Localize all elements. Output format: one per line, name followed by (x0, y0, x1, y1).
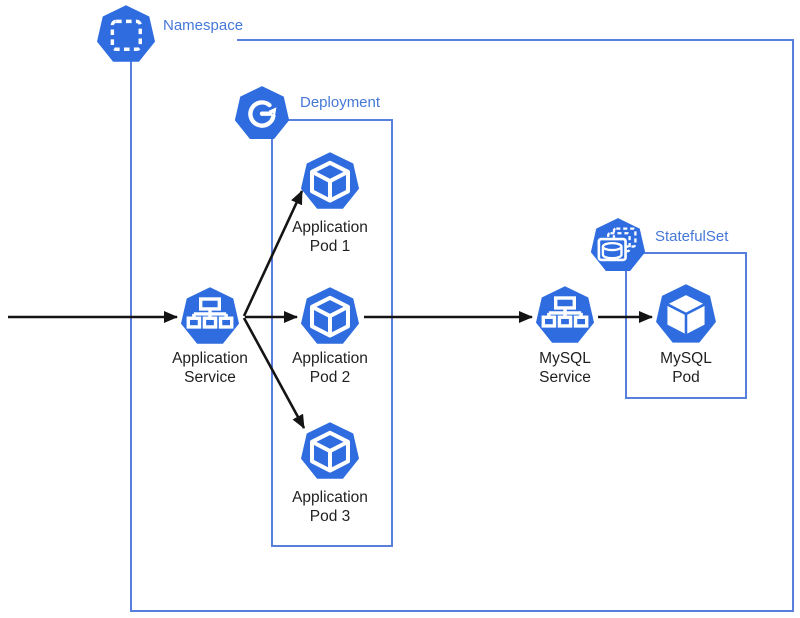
application-pod-2-label: Application Pod 2 (260, 349, 400, 387)
label-line: MySQL (660, 350, 712, 367)
deployment-label: Deployment (300, 94, 381, 111)
application-pod-3-icon (299, 421, 361, 483)
label-line: Service (539, 369, 591, 386)
deployment-icon (233, 85, 291, 143)
application-pod-1-icon (299, 151, 361, 213)
label-line: MySQL (539, 350, 591, 367)
label-line: Application (292, 219, 368, 236)
label-line: Application (292, 350, 368, 367)
namespace-label: Namespace (163, 17, 244, 34)
statefulset-group-border (625, 252, 747, 399)
label-line: Service (184, 369, 236, 386)
mysql-pod-icon (654, 283, 718, 347)
namespace-border-left (130, 39, 132, 612)
application-pod-2-icon (299, 286, 361, 348)
label-line: Pod 2 (309, 369, 351, 386)
label-line: Application (172, 350, 248, 367)
namespace-border-right (792, 39, 794, 612)
statefulset-icon (589, 217, 647, 275)
statefulset-label: StatefulSet (655, 228, 729, 245)
namespace-border-top (237, 39, 794, 41)
label-line: Pod 1 (309, 238, 351, 255)
label-line: Pod (672, 369, 700, 386)
application-pod-3-label: Application Pod 3 (260, 488, 400, 526)
mysql-service-label: MySQL Service (495, 349, 635, 387)
namespace-icon (95, 4, 157, 66)
namespace-border-bottom (130, 610, 794, 612)
mysql-service-icon (534, 285, 596, 347)
mysql-pod-label: MySQL Pod (616, 349, 756, 387)
application-pod-1-label: Application Pod 1 (260, 218, 400, 256)
application-service-label: Application Service (140, 349, 280, 387)
label-line: Application (292, 489, 368, 506)
application-service-icon (179, 286, 241, 348)
label-line: Pod 3 (309, 508, 351, 525)
